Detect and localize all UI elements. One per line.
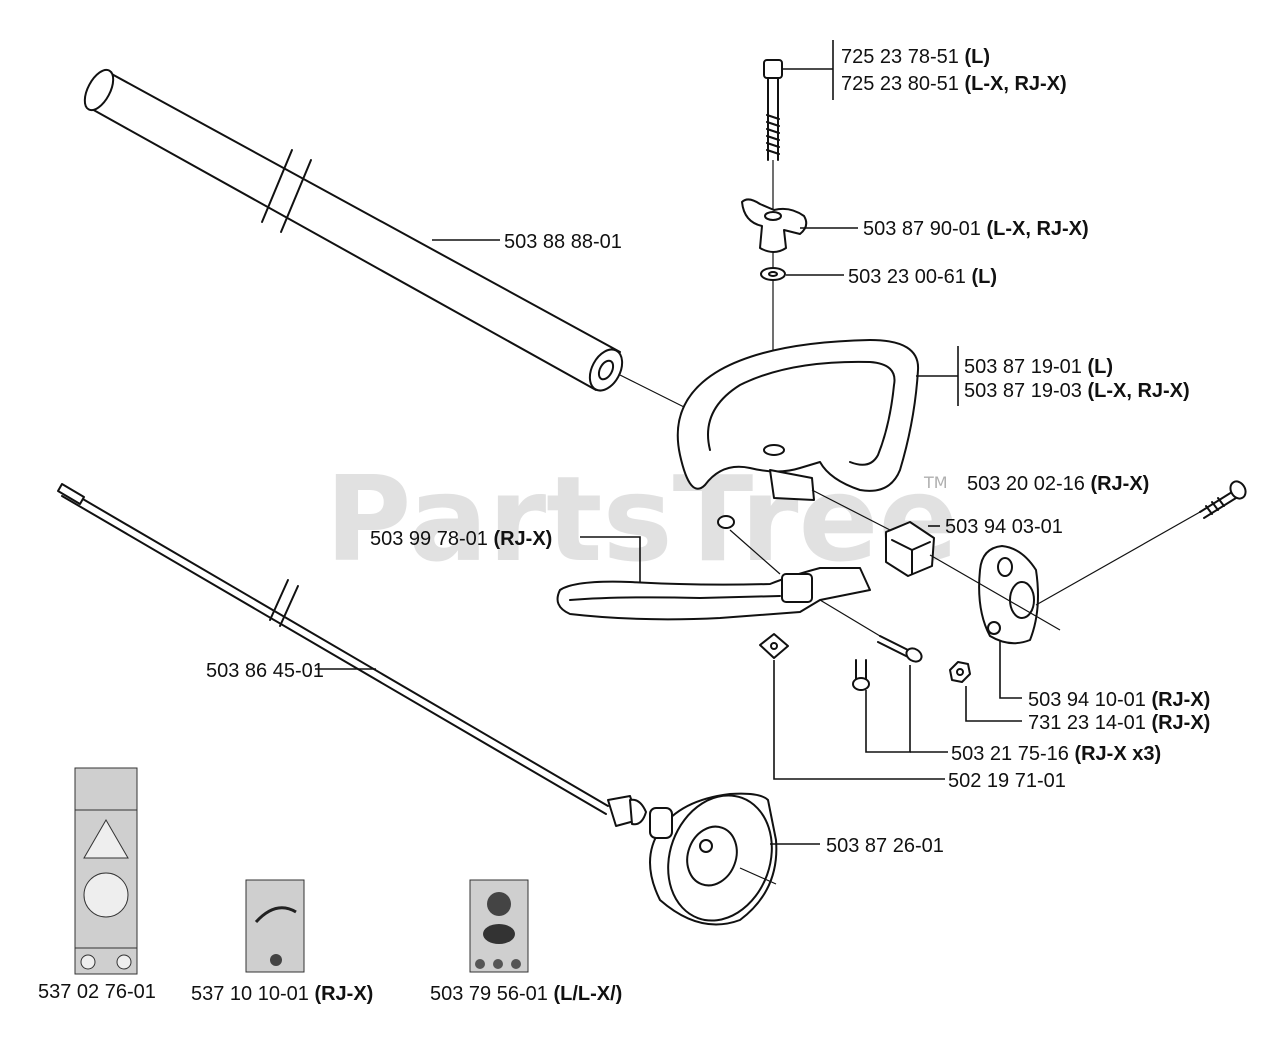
side-screw-axis (1035, 511, 1201, 606)
label-decal-2: 537 10 10-01 (RJ-X) (191, 983, 373, 1005)
bolt-part[interactable] (763, 59, 783, 161)
label-knob: 503 87 90-01 (L-X, RJ-X) (863, 218, 1089, 240)
label-side-screw: 503 20 02-16 (RJ-X) (967, 473, 1149, 495)
decal-3-image (469, 879, 529, 973)
label-block: 503 94 03-01 (945, 516, 1063, 538)
label-nut: 731 23 14-01 (RJ-X) (1028, 712, 1210, 734)
clamp-axis (929, 554, 1061, 631)
screw-b-part[interactable] (852, 659, 870, 691)
screw-axis (819, 599, 881, 637)
leader-lines (315, 40, 1022, 845)
barrier-bar-part[interactable] (556, 515, 871, 621)
tube-part[interactable] (79, 65, 629, 396)
label-plate: 502 19 71-01 (948, 770, 1066, 792)
watermark-tm: TM (923, 473, 948, 492)
loop-handle-part[interactable] (676, 339, 920, 501)
label-shaft: 503 86 45-01 (206, 660, 324, 682)
drum-axis (739, 867, 777, 885)
knob-part[interactable] (741, 198, 808, 253)
label-screws: 503 21 75-16 (RJ-X x3) (951, 743, 1161, 765)
label-washer: 503 23 00-61 (L) (848, 266, 997, 288)
label-handle-l: 503 87 19-01 (L) (964, 356, 1113, 378)
drum-part[interactable] (649, 781, 789, 935)
barrier-axis (729, 529, 781, 575)
block-part[interactable] (885, 521, 935, 577)
label-bolt-l: 725 23 78-51 (L) (841, 46, 990, 68)
decal-1-image (74, 767, 138, 975)
label-barrier: 503 99 78-01 (RJ-X) (370, 528, 552, 550)
label-decal-1: 537 02 76-01 (38, 981, 156, 1003)
label-tube: 503 88 88-01 (504, 231, 622, 253)
plate-part[interactable] (759, 633, 789, 659)
screw-a-part[interactable] (877, 635, 924, 664)
label-clamp: 503 94 10-01 (RJ-X) (1028, 689, 1210, 711)
side-screw-part[interactable] (1199, 479, 1249, 519)
label-decal-3: 503 79 56-01 (L/L-X/) (430, 983, 622, 1005)
washer-part[interactable] (760, 267, 786, 281)
label-bolt-lx: 725 23 80-51 (L-X, RJ-X) (841, 73, 1067, 95)
handle-axis (811, 489, 891, 531)
label-drum: 503 87 26-01 (826, 835, 944, 857)
drive-shaft-part[interactable] (57, 483, 647, 827)
label-handle-lx: 503 87 19-03 (L-X, RJ-X) (964, 380, 1190, 402)
nut-part[interactable] (949, 661, 971, 683)
clamp-part[interactable] (978, 545, 1039, 645)
decal-2-image (245, 879, 305, 973)
